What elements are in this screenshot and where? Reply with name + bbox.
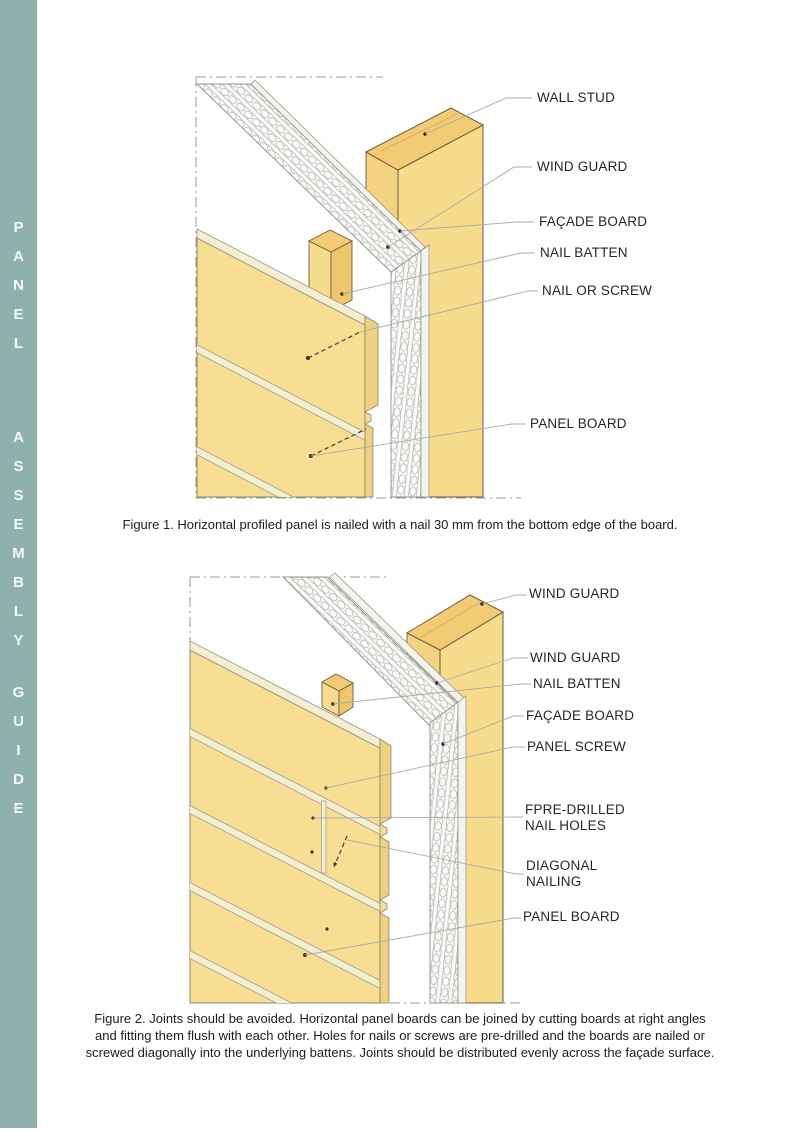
label-panel-board-2: PANEL BOARD (523, 909, 620, 924)
label-panel-screw: PANEL SCREW (527, 739, 626, 754)
label-pre-drilled-nail-holes: FPRE-DRILLED NAIL HOLES (525, 802, 625, 833)
sidebar-letter: L (13, 603, 24, 620)
figure2-caption: Figure 2. Joints should be avoided. Hori… (85, 1011, 715, 1060)
figure1-caption: Figure 1. Horizontal profiled panel is n… (122, 517, 678, 532)
label-nail-batten: NAIL BATTEN (540, 245, 628, 260)
label-wall-stud: WALL STUD (537, 90, 616, 105)
label-wind-guard-2: WIND GUARD (530, 650, 621, 665)
sidebar-letter: G (12, 684, 25, 701)
sidebar-letter: Y (13, 632, 24, 649)
figure2-diagram (189, 572, 531, 1004)
sidebar-letter: D (13, 771, 24, 788)
sidebar-letter: N (13, 277, 24, 294)
sidebar-letter: A (13, 429, 24, 446)
sidebar-letter: I (16, 742, 21, 759)
sidebar-letter: E (13, 306, 24, 323)
sidebar-letter: B (13, 574, 24, 591)
sidebar-letter: S (13, 458, 24, 475)
sidebar-letter: M (12, 545, 25, 562)
label-nail-or-screw: NAIL OR SCREW (542, 283, 653, 298)
label-wind-guard-top: WIND GUARD (529, 586, 620, 601)
sidebar-letter: U (13, 713, 24, 730)
sidebar-letter: E (13, 516, 24, 533)
sidebar-letter: L (13, 335, 24, 352)
sidebar-letter: P (13, 219, 24, 236)
label-panel-board: PANEL BOARD (530, 416, 627, 431)
label-facade-board: FAÇADE BOARD (539, 214, 648, 229)
label-wind-guard: WIND GUARD (537, 159, 628, 174)
sidebar-letter: E (13, 800, 24, 817)
sidebar-letter: A (13, 248, 24, 265)
sidebar-letter: S (13, 487, 24, 504)
label-diagonal-nailing: DIAGONAL NAILING (526, 858, 598, 889)
label-nail-batten-2: NAIL BATTEN (533, 676, 621, 691)
label-facade-board-2: FAÇADE BOARD (526, 708, 635, 723)
figure1-diagram (195, 76, 538, 499)
